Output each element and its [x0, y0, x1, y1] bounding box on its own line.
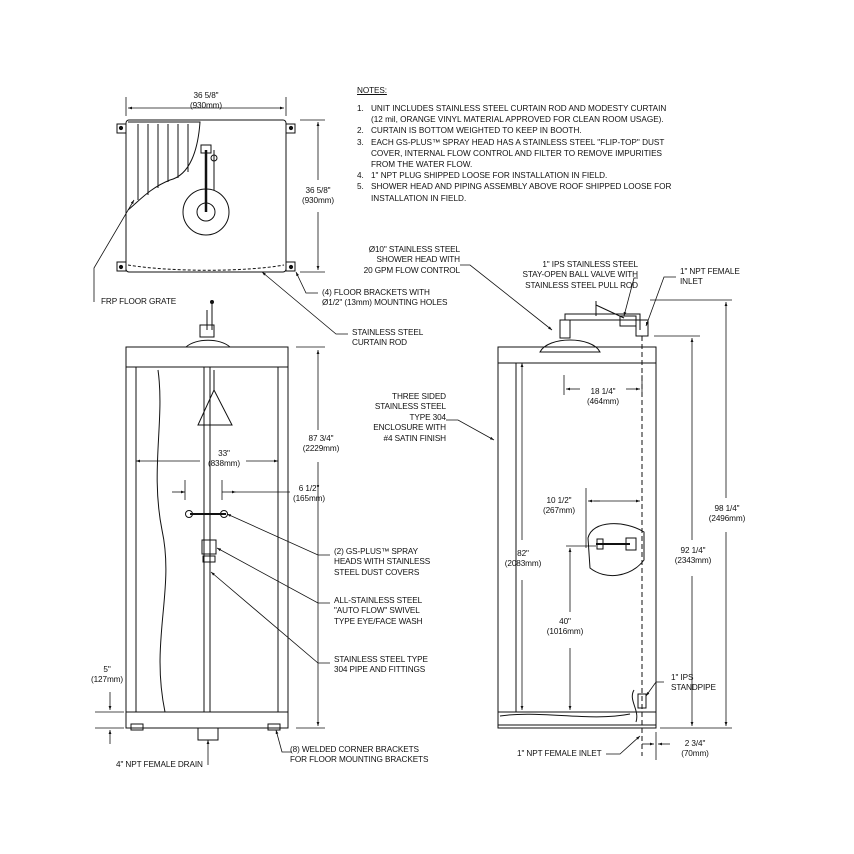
top-view-dimensions	[94, 97, 348, 334]
note-number: 5.	[357, 182, 364, 192]
note-text: (12 mil, ORANGE VINYL MATERIAL APPROVED …	[371, 115, 664, 125]
corner-bracket	[131, 724, 143, 730]
note-text: EACH GS-PLUS™ SPRAY HEAD HAS A STAINLESS…	[371, 137, 665, 147]
front-base-dim: 5"(127mm)	[90, 665, 124, 685]
height-82-dim: 82"(2083mm)	[504, 549, 542, 569]
note-number: 4.	[357, 171, 364, 181]
floor-grate-label: FRP FLOOR GRATE	[101, 297, 177, 306]
side-base	[498, 712, 656, 728]
eyewash-offset-dim: 10 1/2"(267mm)	[542, 496, 576, 516]
front-view	[126, 300, 288, 740]
drain-label: 4" NPT FEMALE DRAIN	[116, 760, 203, 769]
note-text: SHOWER HEAD AND PIPING ASSEMBLY ABOVE RO…	[371, 182, 672, 192]
note-text: 1" NPT PLUG SHIPPED LOOSE FOR INSTALLATI…	[371, 171, 608, 181]
note-text: FROM THE WATER FLOW.	[371, 160, 473, 169]
front-width-dim: 33"(838mm)	[207, 449, 241, 469]
front-height-dim: 87 3/4"(2229mm)	[302, 434, 340, 454]
curtain-rod	[128, 265, 284, 270]
inlet-bottom-label: 1" NPT FEMALE INLET	[517, 749, 602, 758]
note-text: COVER, INTERNAL FLOW CONTROL AND FILTER …	[371, 148, 662, 158]
height-92-dim: 92 1/4"(2343mm)	[674, 546, 712, 566]
head-offset-dim: 18 1/4"(464mm)	[586, 387, 620, 407]
front-roof	[126, 347, 288, 367]
corner-bracket	[268, 724, 280, 730]
spray-head	[186, 511, 193, 518]
inlet-offset-dim: 2 3/4"(70mm)	[681, 739, 709, 759]
top-view-outline	[126, 120, 286, 272]
note-number: 3.	[357, 137, 364, 147]
top-width-dim: 36 5/8"(930mm)	[189, 91, 223, 111]
floor-drain	[198, 728, 218, 740]
eyewash-valve	[202, 540, 216, 554]
front-offset-dim: 6 1/2"(165mm)	[292, 484, 326, 504]
modesty-curtain	[157, 370, 166, 712]
pull-triangle	[198, 390, 232, 425]
height-40-dim: 40"(1016mm)	[546, 617, 584, 637]
shower-head	[186, 340, 230, 347]
curtain-folds	[128, 122, 200, 210]
note-number: 2.	[357, 126, 364, 136]
side-view	[498, 301, 656, 756]
front-base	[126, 712, 288, 728]
top-depth-dim: 36 5/8"(930mm)	[301, 186, 335, 206]
note-text: INSTALLATION IN FIELD.	[371, 193, 467, 203]
note-number: 1.	[357, 104, 364, 113]
top-view	[117, 120, 295, 272]
front-view-dimensions	[95, 347, 330, 765]
overhead-pipe	[565, 314, 640, 330]
side-view-dimensions	[446, 265, 732, 760]
note-text: CURTAIN IS BOTTOM WEIGHTED TO KEEP IN BO…	[371, 126, 582, 136]
side-roof	[498, 347, 656, 363]
shower-head	[540, 340, 600, 352]
eyewash-bowl	[588, 524, 644, 576]
notes-title: NOTES:	[357, 86, 387, 95]
height-98-dim: 98 1/4"(2496mm)	[708, 504, 746, 524]
note-text: UNIT INCLUDES STAINLESS STEEL CURTAIN RO…	[371, 104, 667, 113]
